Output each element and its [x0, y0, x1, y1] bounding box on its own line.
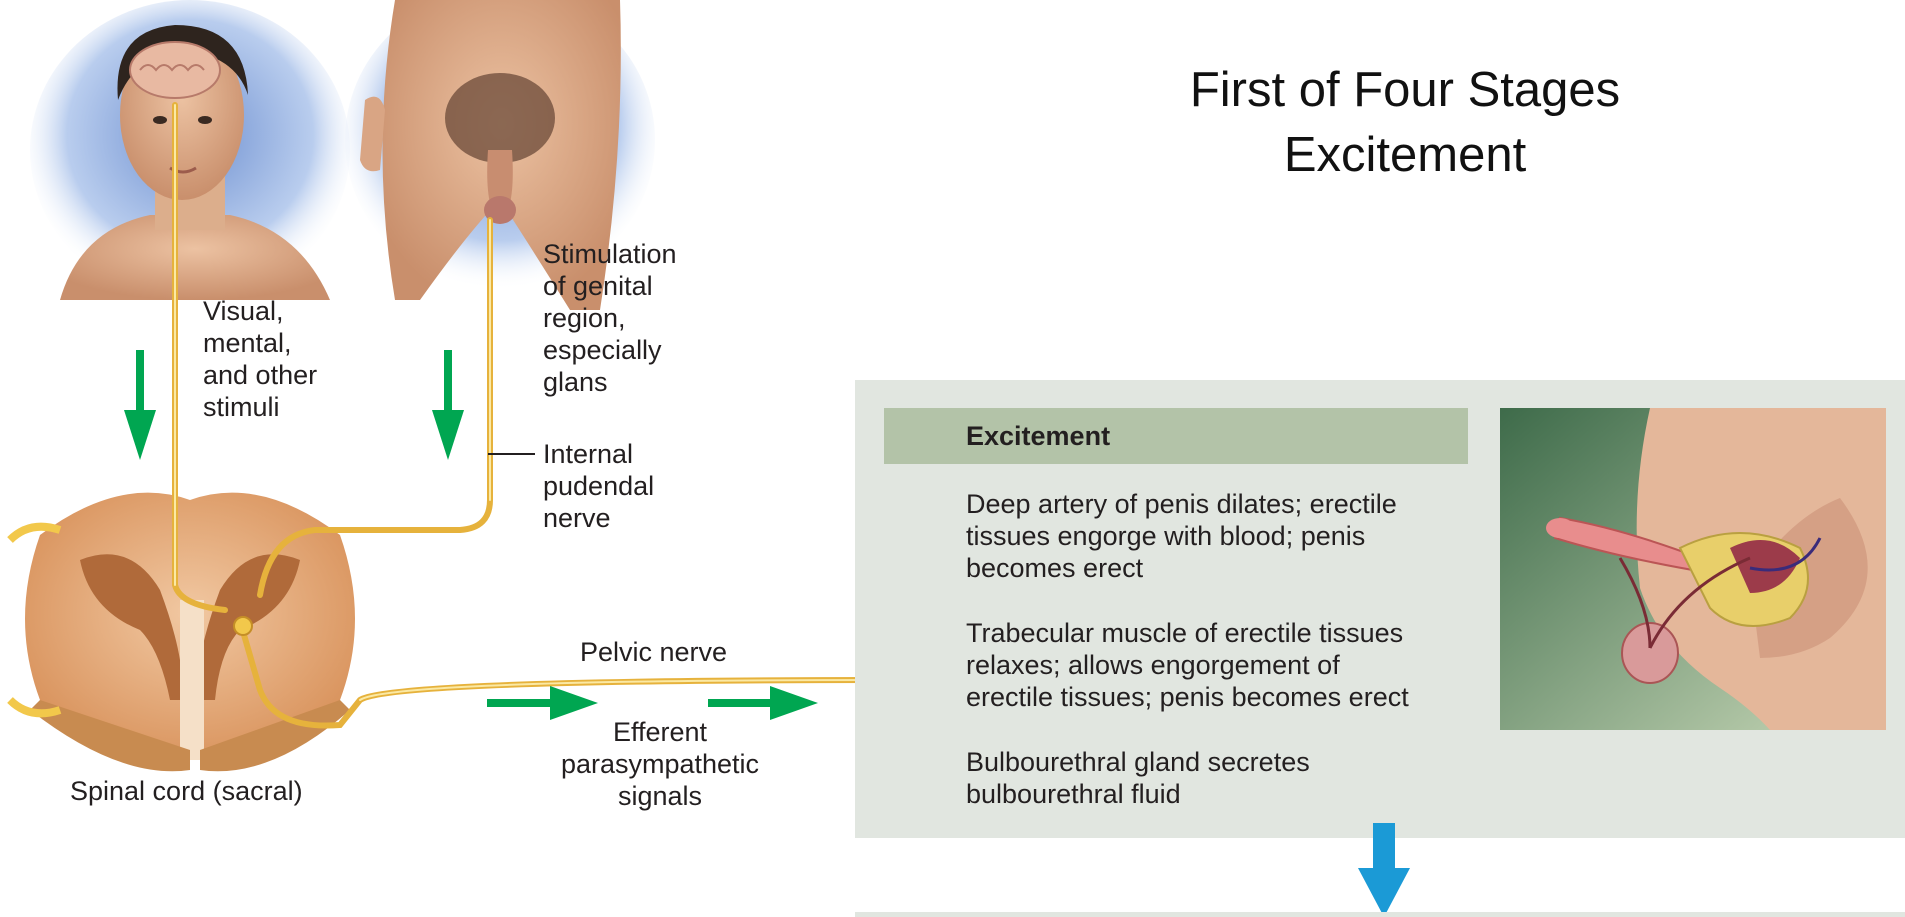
efferent-signals-label: Efferent parasympathetic signals [560, 717, 760, 811]
next-panel-edge [855, 912, 1905, 917]
arrow-right-icon [708, 686, 818, 720]
title-line-2: Excitement [1283, 128, 1527, 182]
synapse-dot [233, 616, 253, 636]
pelvic-nerve-label: Pelvic nerve [580, 637, 728, 667]
panel-header: Excitement [966, 421, 1111, 451]
panel-header-bar [884, 408, 1468, 464]
arrow-down-icon [124, 350, 156, 460]
male-reproductive-anatomy-illustration [1500, 408, 1886, 730]
arrow-down-icon [432, 350, 464, 460]
spinal-cord-label: Spinal cord (sacral) [70, 776, 303, 806]
visual-stimuli-label: Visual, mental, and other stimuli [203, 296, 318, 422]
arrow-down-icon [1358, 823, 1410, 917]
pelvis-illustration [345, 0, 655, 310]
head-illustration [30, 0, 350, 300]
genital-stimulation-label: Stimulation of genital region, especiall… [543, 239, 677, 397]
page-title: First of Four Stages Excitement [1080, 58, 1730, 188]
panel-item-3: Bulbourethral gland secretes bulbourethr… [966, 747, 1310, 809]
arrow-right-icon [487, 686, 598, 720]
panel-item-2: Trabecular muscle of erectile tissues re… [966, 618, 1409, 712]
title-line-1: First of Four Stages [1189, 63, 1621, 117]
panel-item-1: Deep artery of penis dilates; erectile t… [966, 489, 1397, 583]
internal-pudendal-label: Internal pudendal nerve [543, 439, 655, 533]
